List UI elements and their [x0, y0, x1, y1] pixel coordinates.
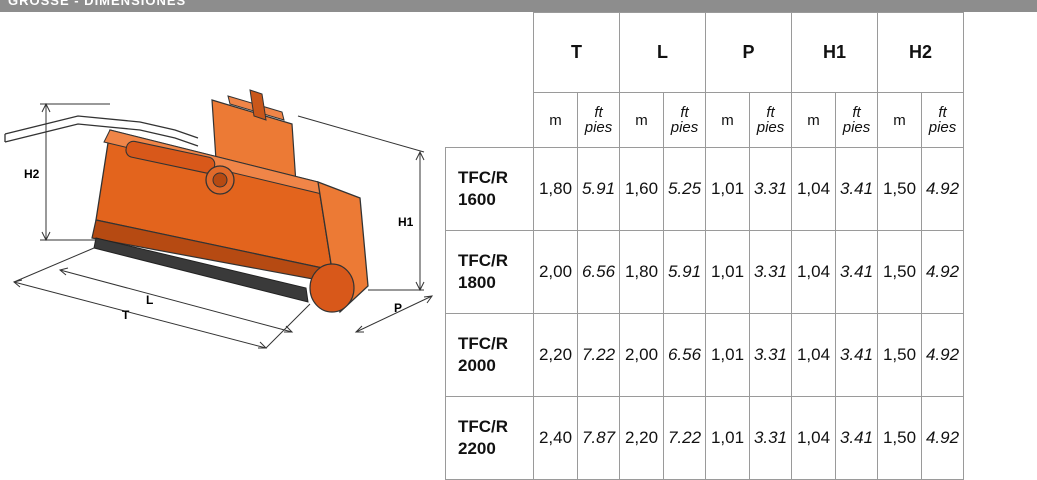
- value-m: 2,40: [533, 396, 578, 480]
- label-l: L: [146, 293, 153, 307]
- value-ft: 5.91: [663, 230, 706, 314]
- mulcher-body: [91, 129, 369, 314]
- value-ft: 4.92: [921, 147, 964, 231]
- value-m: 1,04: [791, 396, 836, 480]
- unit-m: m: [619, 92, 664, 148]
- value-ft: 6.56: [577, 230, 620, 314]
- label-t: T: [122, 308, 130, 322]
- value-ft: 7.22: [663, 396, 706, 480]
- rotor-blades: [93, 237, 309, 303]
- value-ft: 7.87: [577, 396, 620, 480]
- value-ft: 3.31: [749, 147, 792, 231]
- value-ft: 6.56: [663, 313, 706, 397]
- value-m: 1,80: [619, 230, 664, 314]
- col-head-h1: H1: [791, 12, 878, 93]
- value-ft: 3.41: [835, 230, 878, 314]
- unit-m: m: [877, 92, 922, 148]
- mulcher-dimension-figure: H2 H1 L T P: [4, 89, 434, 349]
- value-m: 1,50: [877, 230, 922, 314]
- value-m: 1,01: [705, 230, 750, 314]
- hitch-arm: [4, 115, 199, 147]
- value-ft: 5.25: [663, 147, 706, 231]
- col-head-l: L: [619, 12, 706, 93]
- label-h2: H2: [24, 167, 40, 181]
- value-m: 1,50: [877, 396, 922, 480]
- col-head-t: T: [533, 12, 620, 93]
- value-m: 1,01: [705, 313, 750, 397]
- value-ft: 4.92: [921, 396, 964, 480]
- value-ft: 3.41: [835, 147, 878, 231]
- value-m: 1,50: [877, 147, 922, 231]
- value-ft: 3.41: [835, 396, 878, 480]
- value-m: 1,04: [791, 230, 836, 314]
- dimension-lines: [12, 102, 434, 349]
- value-ft: 3.31: [749, 396, 792, 480]
- value-m: 1,04: [791, 147, 836, 231]
- value-m: 2,20: [619, 396, 664, 480]
- value-m: 1,01: [705, 396, 750, 480]
- value-m: 2,20: [533, 313, 578, 397]
- unit-m: m: [533, 92, 578, 148]
- value-m: 1,01: [705, 147, 750, 231]
- value-m: 1,50: [877, 313, 922, 397]
- value-ft: 4.92: [921, 313, 964, 397]
- value-m: 1,60: [619, 147, 664, 231]
- value-m: 2,00: [619, 313, 664, 397]
- value-m: 1,04: [791, 313, 836, 397]
- value-ft: 4.92: [921, 230, 964, 314]
- col-head-p: P: [705, 12, 792, 93]
- value-ft: 3.31: [749, 313, 792, 397]
- header-bar: GROSSE - DIMENSIONES: [0, 0, 1037, 12]
- value-ft: 3.31: [749, 230, 792, 314]
- label-h1: H1: [398, 215, 414, 229]
- unit-m: m: [705, 92, 750, 148]
- table-corner: [445, 12, 534, 148]
- value-m: 2,00: [533, 230, 578, 314]
- header-title: GROSSE - DIMENSIONES: [8, 0, 187, 8]
- value-m: 1,80: [533, 147, 578, 231]
- col-head-h2: H2: [877, 12, 964, 93]
- label-p: P: [394, 301, 402, 315]
- unit-m: m: [791, 92, 836, 148]
- value-ft: 5.91: [577, 147, 620, 231]
- value-ft: 3.41: [835, 313, 878, 397]
- value-ft: 7.22: [577, 313, 620, 397]
